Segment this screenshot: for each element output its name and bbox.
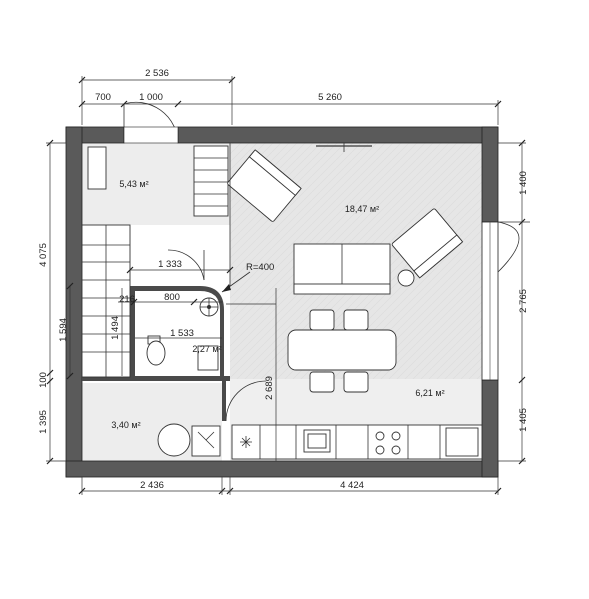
living-furniture (227, 143, 464, 393)
dim-top-5260: 5 260 (318, 92, 342, 103)
hall-wardrobe (87, 145, 229, 217)
left-dimensions (46, 139, 74, 465)
dim-inner-2689: 2 689 (264, 376, 275, 400)
interior-walls (82, 286, 230, 421)
balcony-door (497, 221, 530, 273)
dim-left-1594: 1 594 (58, 318, 69, 342)
hall-door-swing (167, 249, 205, 281)
dim-bottom-2436: 2 436 (140, 480, 164, 491)
dim-right-2765: 2 765 (518, 289, 529, 313)
area-kitchen: 6,21 м² (415, 388, 444, 398)
dim-right-1400: 1 400 (518, 171, 529, 195)
dim-top-700: 700 (95, 92, 111, 103)
area-hall: 5,43 м² (119, 179, 148, 189)
top-dimensions (78, 76, 502, 125)
laundry-door-swing (225, 380, 267, 422)
area-living: 18,47 м² (345, 204, 379, 214)
dim-inner-216: 216 (119, 294, 135, 305)
dim-top-overall: 2 536 (145, 68, 169, 79)
area-laundry: 3,40 м² (111, 420, 140, 430)
dim-bottom-4424: 4 424 (340, 480, 364, 491)
bathroom-fixtures (146, 297, 219, 371)
inner-dimensions (118, 266, 277, 461)
laundry-fixtures (157, 380, 267, 457)
dim-top-1000: 1 000 (139, 92, 163, 103)
dim-inner-800: 800 (164, 292, 180, 303)
right-dimensions (498, 139, 526, 465)
dim-inner-1533: 1 533 (170, 328, 194, 339)
entrance-door (123, 101, 179, 144)
dim-inner-1333: 1 333 (158, 259, 182, 270)
bottom-dimensions (78, 477, 502, 495)
kitchen-counter (231, 424, 483, 460)
dim-left-4075: 4 075 (38, 243, 49, 267)
dim-right-1405: 1 405 (518, 408, 529, 432)
dim-inner-1494: 1 494 (110, 316, 121, 340)
area-bathroom: 2,27 м² (192, 344, 221, 354)
exterior-walls (65, 126, 499, 478)
dim-left-100: 100 (38, 372, 49, 388)
dim-left-1395: 1 395 (38, 410, 49, 434)
dim-radius: R=400 (246, 262, 274, 273)
